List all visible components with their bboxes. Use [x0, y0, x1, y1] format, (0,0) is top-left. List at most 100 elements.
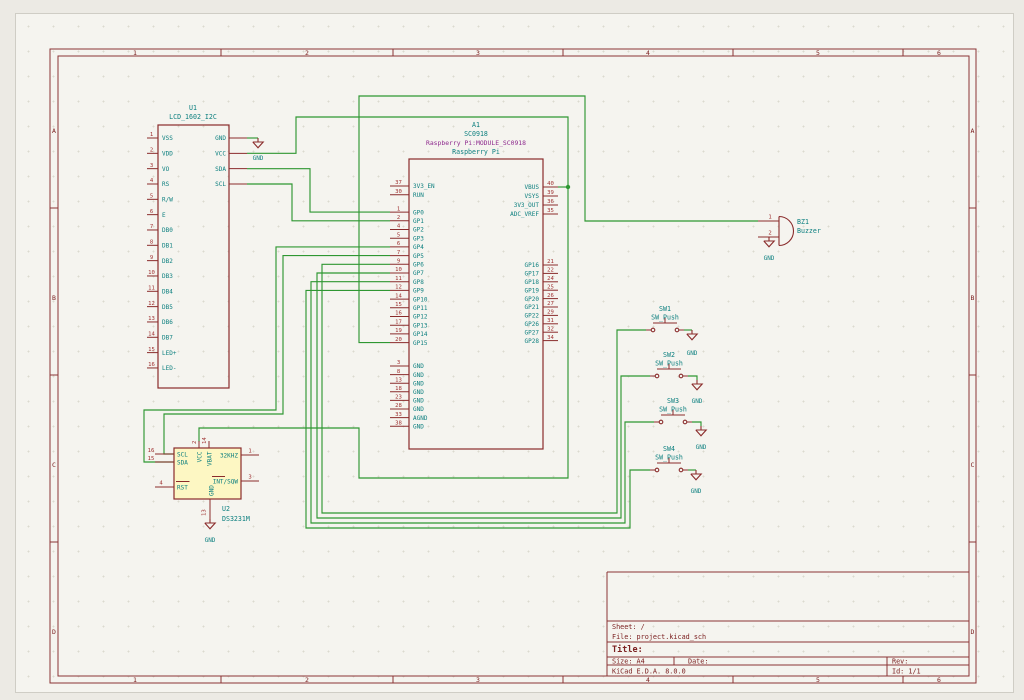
svg-text:VO: VO [162, 166, 170, 173]
svg-text:GP21: GP21 [525, 304, 540, 311]
gnd-symbol[interactable] [686, 330, 699, 341]
title-block-title: Title: [612, 644, 643, 655]
a1-description-field: Raspberry Pi [452, 148, 500, 156]
component-sw1[interactable]: SW1 SW_Push [646, 305, 684, 333]
svg-text:20: 20 [395, 337, 402, 343]
gnd-symbol[interactable] [695, 426, 708, 437]
title-block-generator: KiCad E.D.A. 8.0.0 [612, 668, 686, 676]
svg-text:GND: GND [413, 406, 424, 413]
svg-text:GND: GND [215, 135, 226, 142]
gnd-symbol[interactable] [252, 138, 265, 149]
svg-text:DB5: DB5 [162, 304, 173, 311]
u2-reference: U2 [222, 505, 230, 513]
frame-col-label: 4 [646, 676, 650, 684]
svg-text:RS: RS [162, 181, 170, 188]
svg-text:2: 2 [397, 215, 400, 221]
u2-pin-num-vbat: 14 [202, 437, 208, 444]
gnd-symbol[interactable] [691, 380, 704, 391]
gnd-symbols[interactable]: GND GND GND GND GND GND GND [204, 138, 776, 544]
svg-text:GP11: GP11 [413, 305, 428, 312]
svg-text:GND: GND [413, 398, 424, 405]
gnd-symbol[interactable] [204, 519, 217, 530]
svg-text:VDD: VDD [162, 151, 173, 158]
component-sw2[interactable]: SW2 SW_Push [650, 351, 688, 379]
component-u2-rtc[interactable]: 16 15 4 1 3 2 14 13 SCL SDA RST 32KHZ IN… [148, 437, 259, 523]
a1-pin-column-right-gpio[interactable]: 21GP1622GP1724GP1825GP1926GP2027GP2129GP… [525, 259, 558, 345]
svg-text:35: 35 [547, 208, 554, 214]
gnd-symbol[interactable] [690, 470, 703, 481]
svg-text:DB0: DB0 [162, 227, 173, 234]
a1-footprint-field: Raspberry Pi:MODULE_SC0918 [426, 139, 526, 147]
svg-text:13: 13 [148, 316, 155, 322]
component-a1-raspberry-pi[interactable]: A1 SC0918 Raspberry Pi:MODULE_SC0918 Ras… [390, 121, 558, 450]
frame-col-label: 3 [476, 676, 480, 684]
svg-text:32: 32 [547, 326, 554, 332]
a1-reference: A1 [472, 121, 480, 129]
svg-text:GP22: GP22 [525, 313, 540, 320]
svg-text:GP8: GP8 [413, 279, 424, 286]
svg-text:14: 14 [148, 331, 155, 337]
bz1-pin-1: 1 [768, 215, 771, 221]
title-block[interactable]: Sheet: / File: project.kicad_sch Title: … [606, 571, 969, 676]
wires[interactable] [143, 95, 758, 529]
svg-text:GND: GND [413, 423, 424, 430]
svg-text:3V3_EN: 3V3_EN [413, 183, 435, 190]
svg-text:GP10: GP10 [413, 296, 428, 303]
svg-text:GP27: GP27 [525, 329, 540, 336]
frame-col-label: 5 [816, 676, 820, 684]
svg-text:AGND: AGND [413, 415, 428, 422]
frame-col-label: 5 [816, 49, 820, 57]
gnd-net-label: GND [696, 444, 707, 451]
svg-text:11: 11 [148, 286, 155, 292]
svg-text:GP9: GP9 [413, 288, 424, 295]
u2-value: DS3231M [222, 515, 250, 523]
frame-row-label: A [971, 127, 975, 135]
svg-text:3: 3 [397, 360, 400, 366]
u1-reference: U1 [189, 104, 197, 112]
svg-text:1: 1 [397, 206, 400, 212]
component-sw3[interactable]: SW3 SW_Push [654, 397, 692, 425]
svg-text:14: 14 [395, 293, 402, 299]
svg-text:26: 26 [547, 293, 554, 299]
svg-text:VSS: VSS [162, 135, 173, 142]
u2-pin-num-scl: 16 [148, 448, 155, 454]
u2-pin-num-vcc: 2 [192, 441, 198, 444]
schematic-sheet [15, 13, 1014, 693]
frame-col-label: 2 [305, 676, 309, 684]
svg-text:3V3_OUT: 3V3_OUT [514, 202, 540, 209]
title-block-size: Size: A4 [612, 658, 645, 666]
svg-text:GP16: GP16 [525, 262, 540, 269]
svg-text:15: 15 [395, 302, 402, 308]
svg-text:GP19: GP19 [525, 287, 540, 294]
wire-junction [565, 184, 571, 190]
svg-text:GP2: GP2 [413, 227, 424, 234]
title-block-id: Id: 1/1 [892, 668, 921, 676]
svg-text:VSYS: VSYS [525, 193, 540, 200]
sw2-value: SW_Push [655, 360, 683, 368]
frame-col-label: 1 [133, 676, 137, 684]
sw3-reference: SW3 [667, 397, 679, 405]
svg-text:27: 27 [547, 301, 554, 307]
u1-value: LCD_1602_I2C [169, 113, 217, 121]
u2-pin-num-int: 3 [248, 475, 251, 481]
svg-text:31: 31 [547, 318, 554, 324]
svg-text:DB3: DB3 [162, 273, 173, 280]
gnd-net-label: GND [687, 350, 698, 357]
u2-pin-name-int: INT/SQW [213, 479, 239, 486]
gnd-symbol[interactable] [763, 237, 776, 248]
frame-row-label: B [52, 294, 56, 302]
component-bz1-buzzer[interactable]: 1 2 BZ1 Buzzer [758, 215, 821, 247]
bz1-reference: BZ1 [797, 218, 809, 226]
title-block-date: Date: [688, 658, 708, 666]
svg-text:GP28: GP28 [525, 338, 540, 345]
svg-text:GP5: GP5 [413, 253, 424, 260]
component-sw4[interactable]: SW4 SW_Push [650, 445, 688, 473]
